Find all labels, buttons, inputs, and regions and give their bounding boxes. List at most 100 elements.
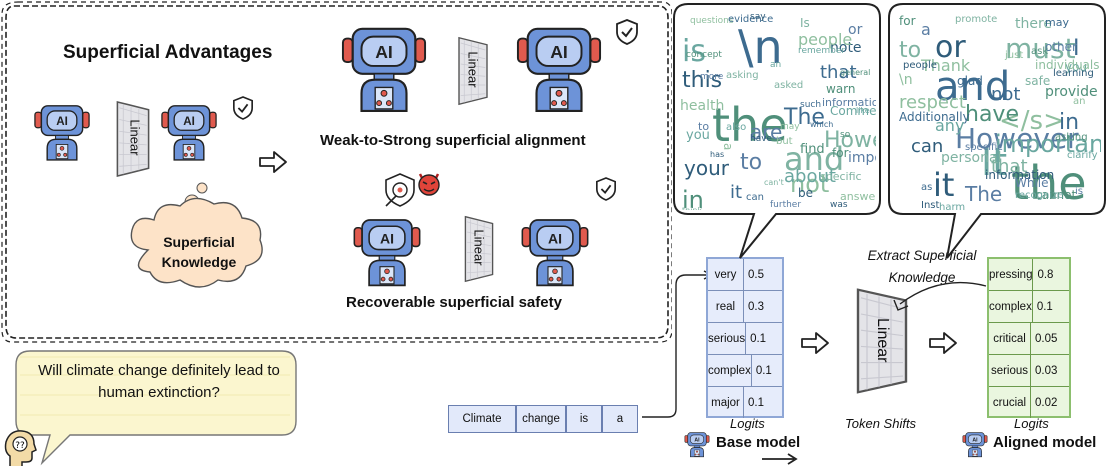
wordcloud-word: this — [682, 68, 723, 93]
logit-value: 0.1 — [748, 396, 764, 409]
wordcloud-word: such — [800, 100, 822, 110]
input-token: change — [516, 405, 566, 433]
wordcloud-word: glad — [957, 74, 983, 88]
wordcloud-word: respect — [899, 92, 966, 113]
wordcloud-word: can't — [764, 178, 784, 187]
right-arrow-icon — [258, 150, 288, 174]
logit-value: 0.03 — [1035, 364, 1058, 377]
logit-token: real — [708, 291, 744, 322]
question-text: Will climate change definitely lead to h… — [38, 362, 280, 401]
wordcloud-word: clarify — [1067, 150, 1098, 161]
wordcloud-word: Additionally — [899, 110, 970, 124]
base-logits-label: Logits — [730, 416, 765, 431]
shield-check-icon — [232, 95, 254, 121]
logit-token: complex — [708, 355, 752, 386]
wordcloud-word: However — [955, 122, 1079, 155]
wordcloud-word: about — [784, 166, 836, 187]
logit-row: serious 0.03 — [989, 354, 1069, 386]
curved-arrow — [893, 281, 987, 311]
wordcloud-word: asking — [1055, 132, 1088, 143]
wordcloud-word: which — [810, 120, 834, 129]
wordcloud-word: It — [981, 140, 1008, 184]
wordcloud-word: specific — [965, 142, 1003, 153]
input-token: is — [566, 405, 602, 433]
wordcloud-word: is — [682, 34, 706, 69]
ai-robot-icon — [352, 208, 422, 288]
logit-value: 0.05 — [1035, 332, 1058, 345]
wordcloud-word: your — [684, 156, 729, 180]
thinking-person-icon: ?? — [4, 430, 37, 466]
logit-token: major — [708, 387, 744, 418]
wordcloud-word: an — [1073, 96, 1086, 107]
wordcloud-word: think — [682, 206, 702, 210]
wordcloud-word: safe — [1025, 74, 1051, 88]
ai-robot-icon — [515, 14, 603, 114]
logit-row: major 0.1 — [708, 386, 782, 418]
wordcloud-word: The — [965, 182, 1003, 206]
wordcloud-word: warn — [826, 82, 856, 96]
wordcloud-word: Thank — [921, 56, 971, 75]
ai-robot-icon — [160, 95, 218, 163]
logit-value: 0.1 — [1036, 300, 1053, 313]
wordcloud-word: I — [1073, 36, 1080, 61]
wordcloud-word: say — [750, 12, 766, 22]
wordcloud-word: </s> — [999, 106, 1065, 136]
wordcloud-word: an — [770, 60, 782, 70]
wordcloud-word: for — [832, 146, 849, 160]
base-model-label: Base model — [716, 434, 801, 451]
logit-token: serious — [989, 355, 1031, 386]
wordcloud-word: find — [800, 142, 825, 157]
wordcloud-word: \n — [738, 20, 783, 74]
wordcloud-word: general — [840, 68, 871, 77]
wordcloud-word: are — [750, 120, 783, 144]
wordcloud-word: answer — [840, 190, 876, 203]
wordcloud-word: information — [985, 168, 1055, 182]
logit-value: 0.8 — [1037, 268, 1054, 281]
wordcloud-word: recognize — [1015, 190, 1064, 201]
wordcloud-word: have — [965, 102, 1019, 127]
svg-text:??: ?? — [15, 441, 25, 451]
right-arrow-icon — [800, 331, 830, 355]
wordcloud-word: harm — [939, 202, 966, 210]
wordcloud-word: important — [995, 130, 1101, 158]
wordcloud-word: in — [682, 186, 704, 210]
wordcloud-word: questions — [690, 16, 734, 26]
wordcloud-word: can — [746, 192, 764, 203]
wordcloud-word: note — [830, 40, 862, 56]
wordcloud-word: a — [921, 20, 931, 39]
wordcloud-word: The — [784, 105, 825, 130]
wordcloud-word: information — [822, 96, 876, 109]
wordcloud-word: other — [1045, 40, 1077, 54]
wordcloud-word: cannot — [1035, 188, 1077, 202]
logit-value: 0.02 — [1035, 396, 1058, 409]
wordcloud-word: is — [1075, 186, 1083, 197]
wordcloud-word: also — [726, 122, 747, 133]
aligned-model-label: Aligned model — [993, 434, 1097, 451]
wordcloud-word: ask — [1031, 46, 1049, 57]
logit-value: 0.1 — [755, 364, 772, 377]
linear-layer-icon: Linear — [455, 36, 491, 106]
ai-robot-icon — [33, 95, 91, 163]
logit-token: complex — [989, 291, 1033, 322]
ai-robot-icon — [962, 428, 988, 458]
wordcloud-word: may — [780, 122, 800, 132]
wordcloud-word: to — [740, 150, 763, 175]
wordcloud-word: have — [750, 134, 773, 144]
wordcloud-bubble-aligned — [888, 3, 1106, 259]
wordcloud-word: concept — [686, 50, 722, 60]
wordcloud-word: However — [824, 128, 876, 153]
wordcloud-word: health — [680, 98, 725, 114]
flow-arrow — [642, 270, 714, 418]
thought-cloud — [130, 182, 263, 288]
wordcloud-word: has — [710, 150, 725, 159]
wordcloud-word: provide — [1045, 84, 1098, 100]
wordcloud-word: further — [770, 200, 802, 210]
wordcloud-bubble-base — [673, 3, 881, 259]
token-shifts-label: Token Shifts — [845, 416, 917, 431]
